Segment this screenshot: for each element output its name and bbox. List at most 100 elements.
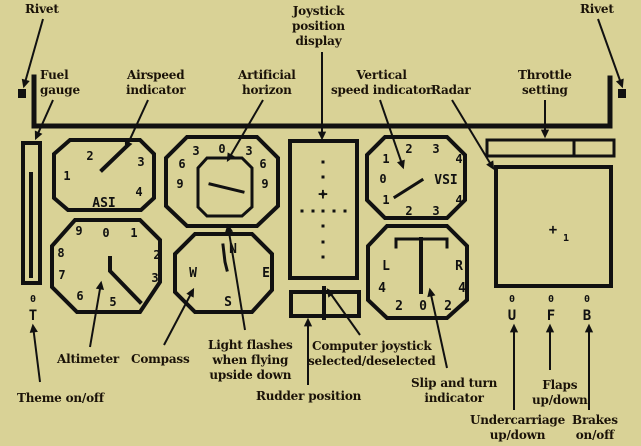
joystick-cursor: + <box>318 184 328 203</box>
altimeter-tick: 7 <box>58 268 65 282</box>
toggle-letter: B <box>583 308 591 324</box>
arrow-computer-joystick <box>327 289 361 336</box>
joystick-grid-dot <box>321 209 325 213</box>
arrow-airspeed-head <box>124 140 133 151</box>
horizon-tick: 6 <box>259 157 266 171</box>
label-computer-joystick: Computer joystick selected/deselected <box>308 339 436 368</box>
arrow-compass <box>163 289 194 346</box>
rivet-left <box>18 89 26 98</box>
arrow-vsi-head <box>396 159 405 170</box>
slip-and-turn-indicator <box>366 224 469 320</box>
altimeter-tick: 9 <box>75 224 82 238</box>
toggle-state: 0 <box>584 294 590 305</box>
arrow-radar <box>451 99 494 169</box>
compass <box>173 232 274 314</box>
compass-point: W <box>189 266 197 281</box>
artificial-horizon <box>164 135 280 228</box>
joystick-grid-dot <box>300 209 304 213</box>
arrow-compass-head <box>186 287 195 298</box>
vsi-tick: 3 <box>432 142 439 156</box>
label-artificial-horizon: Artificial horizon <box>238 68 296 97</box>
panel-frame-left <box>31 74 483 129</box>
label-vertical-speed-indicator: Vertical speed indicator <box>331 68 433 97</box>
label-brakes: Brakes on/off <box>572 413 618 442</box>
horizon-tick: 9 <box>176 177 183 191</box>
vsi-tick: 4 <box>455 193 462 207</box>
label-rivet-right: Rivet <box>580 2 614 16</box>
compass-point: N <box>229 242 237 257</box>
label-theme-on-off: Theme on/off <box>17 391 104 405</box>
joystick-grid-dot <box>321 160 325 164</box>
label-fuel-gauge: Fuel gauge <box>40 68 80 97</box>
slip-mark: 2 <box>444 299 452 314</box>
slip-mark: 2 <box>395 299 403 314</box>
rudder-position[interactable] <box>289 286 361 320</box>
label-rudder-position: Rudder position <box>256 389 362 403</box>
label-slip-and-turn: Slip and turn indicator <box>411 376 498 405</box>
arrow-rudder-head <box>303 317 313 327</box>
joystick-grid-dot <box>321 224 325 228</box>
horizon-tick: 3 <box>192 144 199 158</box>
rivet-right <box>618 89 626 98</box>
compass-point: S <box>224 295 232 310</box>
airspeed-indicator <box>52 138 156 212</box>
vsi-tick: 1 <box>382 152 389 166</box>
arrow-altimeter-head <box>95 280 104 291</box>
toggle-letter: U <box>508 308 516 324</box>
vsi-tick: 1 <box>382 193 389 207</box>
vsi-tick: 0 <box>379 172 386 186</box>
label-joystick-position-display: Joystick position display <box>292 4 345 48</box>
horizon-tick: 0 <box>218 142 225 156</box>
slip-mark: 0 <box>419 299 427 314</box>
arrow-computer-joystick-head <box>326 288 336 298</box>
joystick-grid-dot <box>321 192 325 196</box>
toggle-letter: F <box>547 308 555 324</box>
arrow-flaps-head <box>545 323 555 333</box>
arrow-theme-head <box>29 323 38 333</box>
vsi-name: VSI <box>434 173 457 188</box>
asi-tick: 2 <box>86 149 93 163</box>
arrow-throttle-head <box>540 129 550 139</box>
compass-point: E <box>262 266 270 281</box>
joystick-grid-dot <box>321 240 325 244</box>
altimeter <box>50 218 162 314</box>
slip-mark: L <box>382 259 390 274</box>
altimeter-tick: 6 <box>76 289 83 303</box>
label-airspeed-indicator: Airspeed indicator <box>126 68 186 97</box>
asi-name: ASI <box>92 196 115 211</box>
joystick-grid-dot <box>321 175 325 179</box>
arrow-horizon <box>227 99 264 161</box>
throttle-setting[interactable] <box>485 138 616 158</box>
arrow-slip-head <box>427 287 436 298</box>
altimeter-tick: 3 <box>151 271 158 285</box>
arrow-brakes-head <box>584 323 594 333</box>
theme-state: 0 <box>30 294 36 305</box>
label-undercarriage: Undercarriage up/down <box>470 413 566 442</box>
toggle-state: 0 <box>509 294 515 305</box>
asi-tick: 3 <box>137 155 144 169</box>
arrow-fuel-gauge-head <box>34 130 43 141</box>
slip-mark: R <box>455 259 463 274</box>
vsi-tick: 4 <box>455 152 462 166</box>
arrow-fuel-gauge <box>35 99 54 139</box>
panel-frame-right <box>477 75 613 129</box>
radar-blip: 1 <box>563 233 569 244</box>
slip-mark: 4 <box>378 281 386 296</box>
arrow-light-flashes <box>227 225 246 331</box>
arrow-rivet-right <box>597 18 623 87</box>
joystick-grid-dot <box>343 209 347 213</box>
arrow-rivet-right-head <box>615 78 624 89</box>
horizon-tick: 9 <box>261 177 268 191</box>
label-rivet-left: Rivet <box>25 2 59 16</box>
radar <box>494 165 613 288</box>
fuel-gauge <box>21 141 42 285</box>
arrow-radar-head <box>486 160 495 171</box>
arrow-slip <box>429 289 448 369</box>
arrow-rivet-left <box>23 18 44 87</box>
joystick-position-display[interactable] <box>288 139 359 280</box>
altimeter-tick: 8 <box>57 246 64 260</box>
label-compass: Compass <box>131 352 190 366</box>
altimeter-tick: 1 <box>130 226 137 240</box>
arrow-horizon-head <box>226 152 235 163</box>
